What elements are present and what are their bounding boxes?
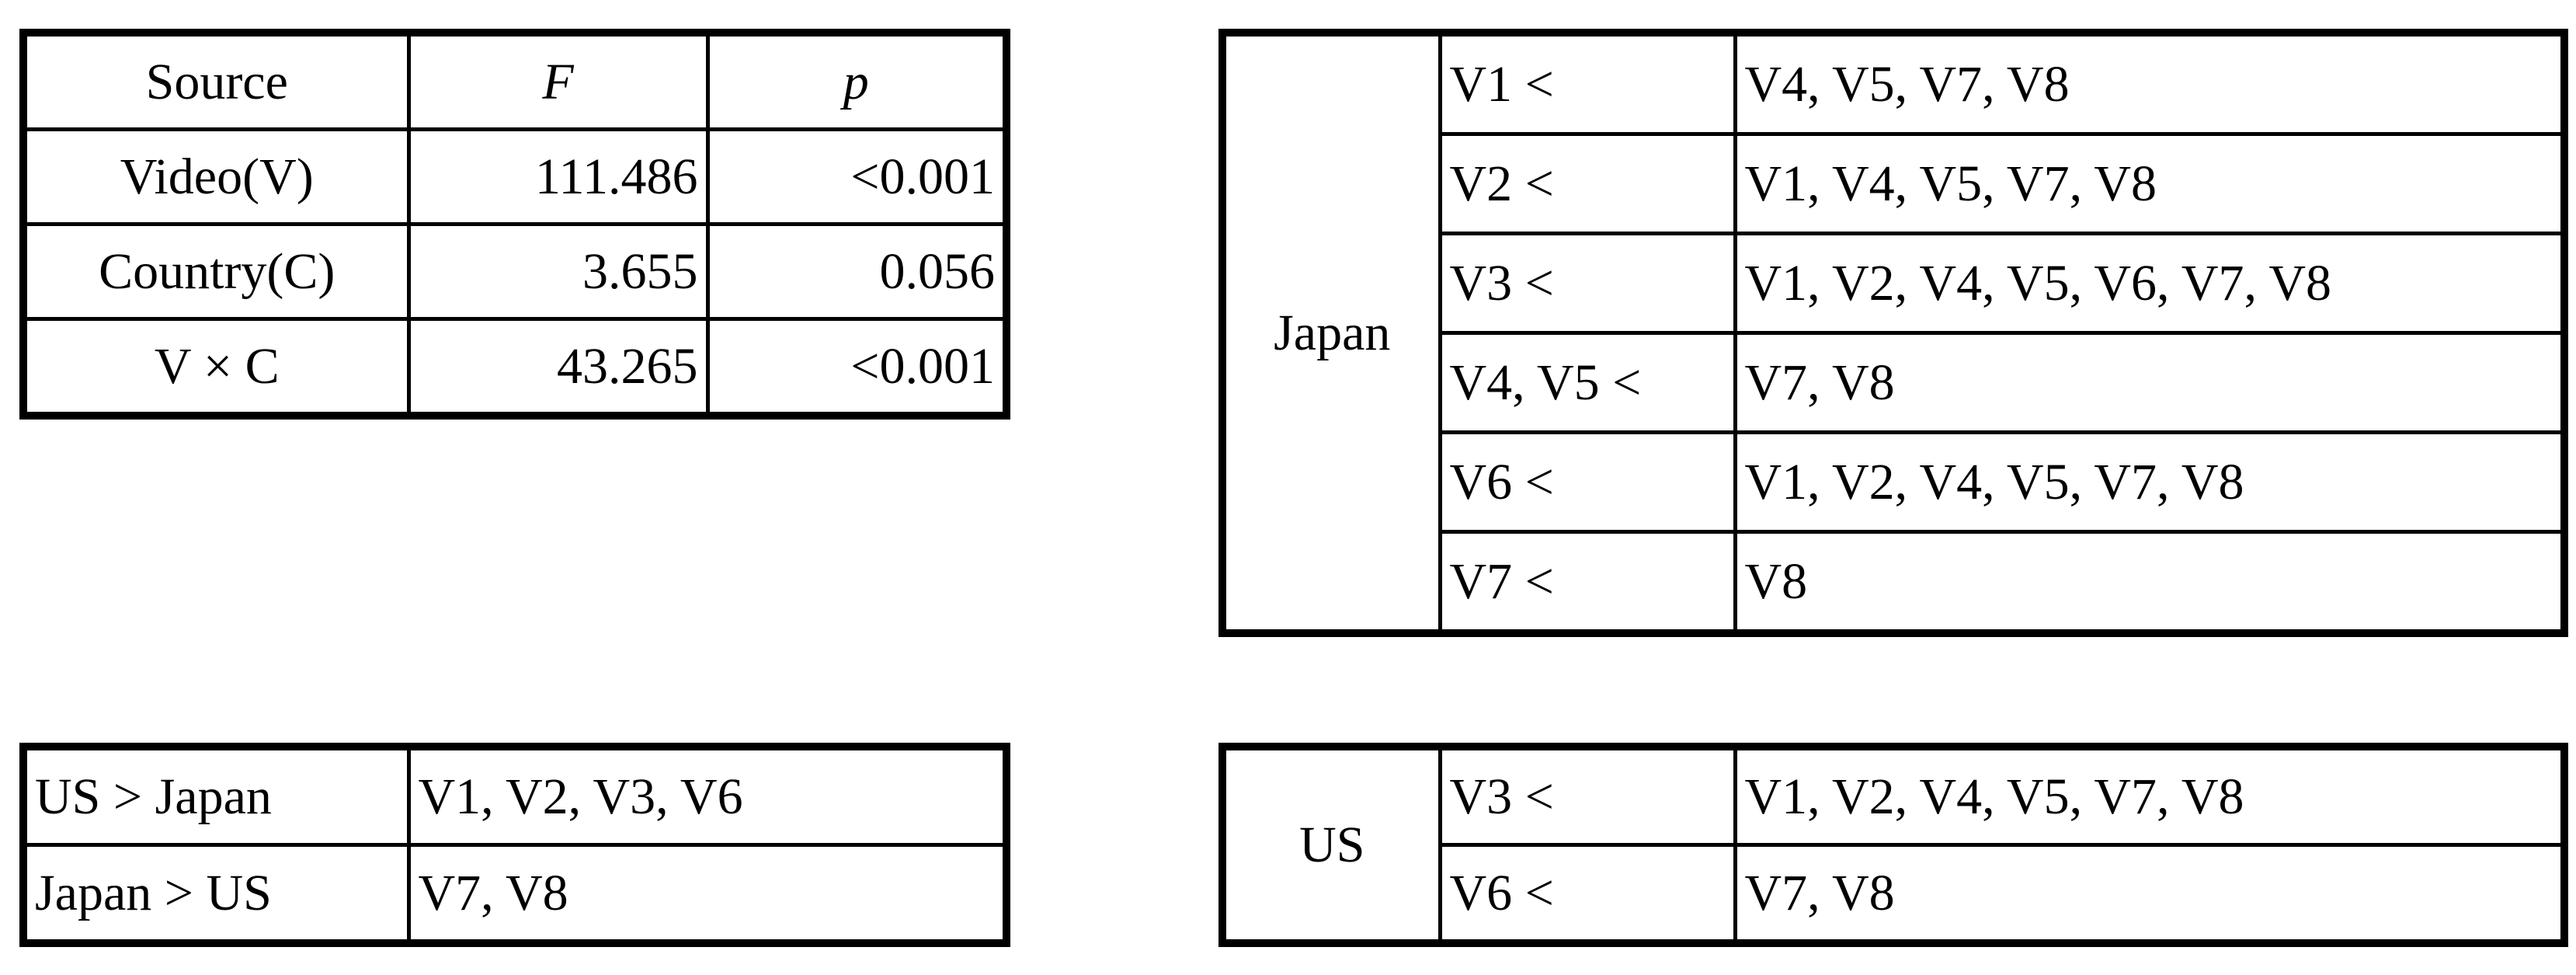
table-row: Japan V1 < V4, V5, V7, V8 — [1220, 30, 2567, 635]
comparison-label: Japan > US — [21, 843, 411, 945]
us-table: US V3 < V1, V2, V4, V5, V7, V8 V6 < V7, … — [1218, 743, 2568, 947]
anova-table: Source F p Video(V) 111.486 <0.001 Count… — [19, 29, 1010, 420]
source-cell: Country(C) — [21, 222, 411, 321]
comparison-left: V7 < — [1437, 530, 1737, 635]
comparison-left: V1 < — [1437, 30, 1737, 136]
comparison-right: V8 — [1733, 530, 2567, 635]
japan-table: Japan V1 < V4, V5, V7, V8 V2 < V1, V4, V… — [1218, 29, 2568, 637]
header-f: F — [406, 30, 710, 131]
header-source: Source — [21, 30, 411, 131]
comparison-right: V1, V2, V4, V5, V6, V7, V8 — [1733, 232, 2567, 335]
group-label-japan: Japan — [1220, 30, 1442, 635]
comparison-left: V6 < — [1437, 843, 1737, 945]
comparison-right: V7, V8 — [1733, 843, 2567, 945]
p-cell: <0.001 — [705, 317, 1009, 418]
f-cell: 111.486 — [406, 127, 710, 226]
p-cell: 0.056 — [705, 222, 1009, 321]
comparison-left: V3 < — [1437, 232, 1737, 335]
table-row: V7 < V8 — [1222, 530, 2567, 635]
comparison-left: V3 < — [1437, 744, 1737, 847]
table-row: Country(C) 3.655 0.056 — [21, 222, 1009, 321]
table-row: V6 < V1, V2, V4, V5, V7, V8 — [1222, 430, 2567, 534]
source-cell: V × C — [21, 317, 411, 418]
table-header-row: Source F p — [21, 30, 1009, 131]
table-row: US V3 < V1, V2, V4, V5, V7, V8 — [1220, 744, 2567, 945]
table-row: V3 < V1, V2, V4, V5, V6, V7, V8 — [1222, 232, 2567, 335]
country-comparison-table: US > Japan V1, V2, V3, V6 Japan > US V7,… — [19, 743, 1010, 947]
table-row: V × C 43.265 <0.001 — [21, 317, 1009, 418]
comparison-right: V4, V5, V7, V8 — [1733, 30, 2567, 136]
group-label-us: US — [1220, 744, 1442, 945]
comparison-left: V2 < — [1437, 132, 1737, 235]
table-row: US > Japan V1, V2, V3, V6 — [21, 744, 1009, 847]
comparison-label: US > Japan — [21, 744, 411, 847]
header-p: p — [705, 30, 1009, 131]
table-row: V2 < V1, V4, V5, V7, V8 — [1222, 132, 2567, 235]
source-cell: Video(V) — [21, 127, 411, 226]
comparison-left: V4, V5 < — [1437, 331, 1737, 434]
table-row: Japan > US V7, V8 — [21, 843, 1009, 945]
f-cell: 43.265 — [406, 317, 710, 418]
table-row: Video(V) 111.486 <0.001 — [21, 127, 1009, 226]
comparison-value: V7, V8 — [406, 843, 1009, 945]
comparison-right: V1, V4, V5, V7, V8 — [1733, 132, 2567, 235]
p-cell: <0.001 — [705, 127, 1009, 226]
table-row: V4, V5 < V7, V8 — [1222, 331, 2567, 434]
table-row: V6 < V7, V8 — [1222, 843, 2567, 945]
f-cell: 3.655 — [406, 222, 710, 321]
comparison-left: V6 < — [1437, 430, 1737, 534]
comparison-value: V1, V2, V3, V6 — [406, 744, 1009, 847]
comparison-right: V7, V8 — [1733, 331, 2567, 434]
comparison-right: V1, V2, V4, V5, V7, V8 — [1733, 744, 2567, 847]
comparison-right: V1, V2, V4, V5, V7, V8 — [1733, 430, 2567, 534]
